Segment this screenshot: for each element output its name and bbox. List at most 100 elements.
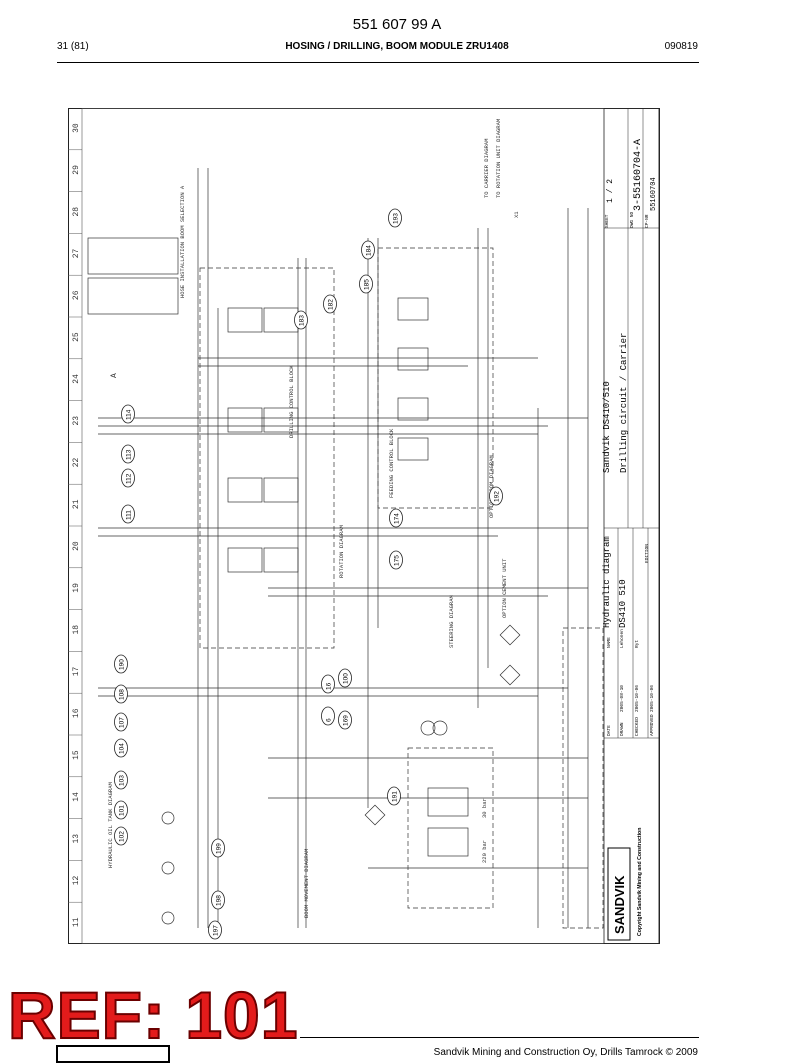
row-checked: CHECKED: [634, 717, 640, 736]
column-number: 22: [72, 457, 81, 467]
label-x1: X1: [513, 211, 520, 218]
footer-brand-box: [56, 1045, 170, 1063]
callout-bubble: [121, 504, 135, 524]
callout-number: 104: [119, 743, 126, 754]
callout-bubble: [114, 654, 128, 674]
callout-number: 112: [126, 473, 133, 484]
title-block: SANDVIK Copyright Sandvik Mining and Con…: [602, 108, 660, 944]
sandvik-logo-box: [607, 847, 631, 941]
callout-bubble: [361, 240, 375, 260]
column-number: 14: [72, 792, 81, 802]
doc-type: Hydraulic diagram: [602, 536, 612, 628]
column-number: 17: [72, 666, 81, 676]
callout-bubble: [211, 890, 225, 910]
callout-bubbles: 1971981991021011031041071081906161691001…: [114, 208, 503, 940]
callout-bubble: [323, 294, 337, 314]
cp-label: CP-NR: [644, 214, 650, 228]
dwg-label: DWG NO: [629, 211, 635, 228]
label-boom-movement: BOOM MOVEMENT DIAGRAM: [303, 849, 310, 918]
footer-rule: [300, 1037, 699, 1038]
callout-number: 175: [394, 555, 401, 566]
label-option-cement: OPTION CEMENT UNIT: [501, 558, 508, 618]
sheet-border: [68, 108, 660, 944]
sheet-inner-frame: [81, 108, 660, 944]
callout-bubble: [114, 712, 128, 732]
column-number: 11: [72, 917, 81, 927]
callout-number: 191: [392, 791, 399, 802]
column-number: 15: [72, 750, 81, 760]
callout-bubble: [359, 274, 373, 294]
callout-number: 113: [126, 449, 133, 460]
callout-number: 169: [343, 715, 350, 726]
row-approved: APPROVED: [649, 714, 655, 736]
callout-number: 197: [213, 925, 220, 936]
approved-date: 2005-10-06: [649, 685, 655, 712]
checked-name: Ryt: [634, 640, 640, 648]
label-hydraulic-oil: HYDRAULIC OIL TANK DIAGRAM: [107, 782, 114, 868]
callout-bubble: [388, 208, 402, 228]
callout-bubble: [338, 668, 352, 688]
sandvik-logo: SANDVIK: [612, 875, 627, 934]
sheet-number: 1 / 2: [606, 179, 615, 203]
diagram-labels: HYDRAULIC OIL TANK DIAGRAM BOOM MOVEMENT…: [107, 119, 520, 918]
drawing-number: 3-55160704-A: [633, 139, 644, 211]
callout-bubble: [114, 684, 128, 704]
column-number: 21: [72, 499, 81, 509]
callout-number: 193: [393, 213, 400, 224]
checked-date: 2005-10-06: [634, 685, 640, 712]
column-number: 25: [72, 332, 81, 342]
label-to-rotation: TO ROTATION UNIT DIAGRAM: [495, 119, 502, 198]
column-number: 24: [72, 374, 81, 384]
copyright-vertical: Copyright Sandvik Mining and Constructio…: [637, 828, 643, 936]
callout-bubble: [121, 404, 135, 424]
callout-number: 183: [299, 315, 306, 326]
column-number: 13: [72, 834, 81, 844]
callout-bubble: [294, 310, 308, 330]
callout-bubble: [387, 786, 401, 806]
callout-bubble: [114, 800, 128, 820]
callout-bubble: [489, 486, 503, 506]
callout-number: 190: [119, 659, 126, 670]
callout-number: 108: [119, 689, 126, 700]
callout-bubble: [321, 706, 335, 726]
callout-bubble: [338, 710, 352, 730]
callout-number: 184: [366, 245, 373, 256]
ref-stamp: REF: 101: [7, 978, 299, 1052]
circuit-name: Drilling circuit / Carrier: [619, 333, 629, 473]
callout-number: 174: [394, 513, 401, 524]
label-30-bar: 30 bar: [481, 798, 488, 818]
callout-bubble: [389, 550, 403, 570]
callout-bubble: [208, 920, 222, 940]
document-number: 551 607 99 A: [352, 16, 442, 33]
callout-number: 6: [326, 718, 333, 722]
column-number: 30: [72, 123, 81, 133]
callout-bubble: [114, 770, 128, 790]
label-marker-a: A: [110, 373, 119, 378]
label-rotation-diagram: ROTATION DIAGRAM: [338, 525, 345, 578]
model-name: DS410 510: [618, 579, 628, 628]
column-number: 16: [72, 708, 81, 718]
col-date: DATE: [606, 725, 612, 736]
title-block-frame: [603, 108, 660, 944]
callout-number: 102: [119, 831, 126, 842]
callout-bubble: [114, 826, 128, 846]
column-number: 28: [72, 207, 81, 217]
page-title: HOSING / DRILLING, BOOM MODULE ZRU1408: [285, 41, 509, 52]
callout-bubble: [211, 838, 225, 858]
column-number: 20: [72, 541, 81, 551]
callout-number: 185: [364, 279, 371, 290]
callout-number: 114: [126, 409, 133, 420]
label-to-carrier: TO CARRIER DIAGRAM: [483, 139, 490, 198]
callout-number: 100: [343, 673, 350, 684]
callout-number: 192: [494, 491, 501, 502]
callout-number: 198: [216, 895, 223, 906]
drawn-date: 2005-08-10: [619, 685, 625, 712]
label-drilling-control: DRILLING CONTROL BLOCK: [288, 365, 295, 438]
sheet-label: SHEET: [604, 214, 610, 228]
label-steering: STEERING DIAGRAM: [448, 595, 455, 648]
sub-number: 55160704: [650, 177, 658, 211]
column-number: 12: [72, 875, 81, 885]
date-code: 090819: [664, 41, 698, 52]
